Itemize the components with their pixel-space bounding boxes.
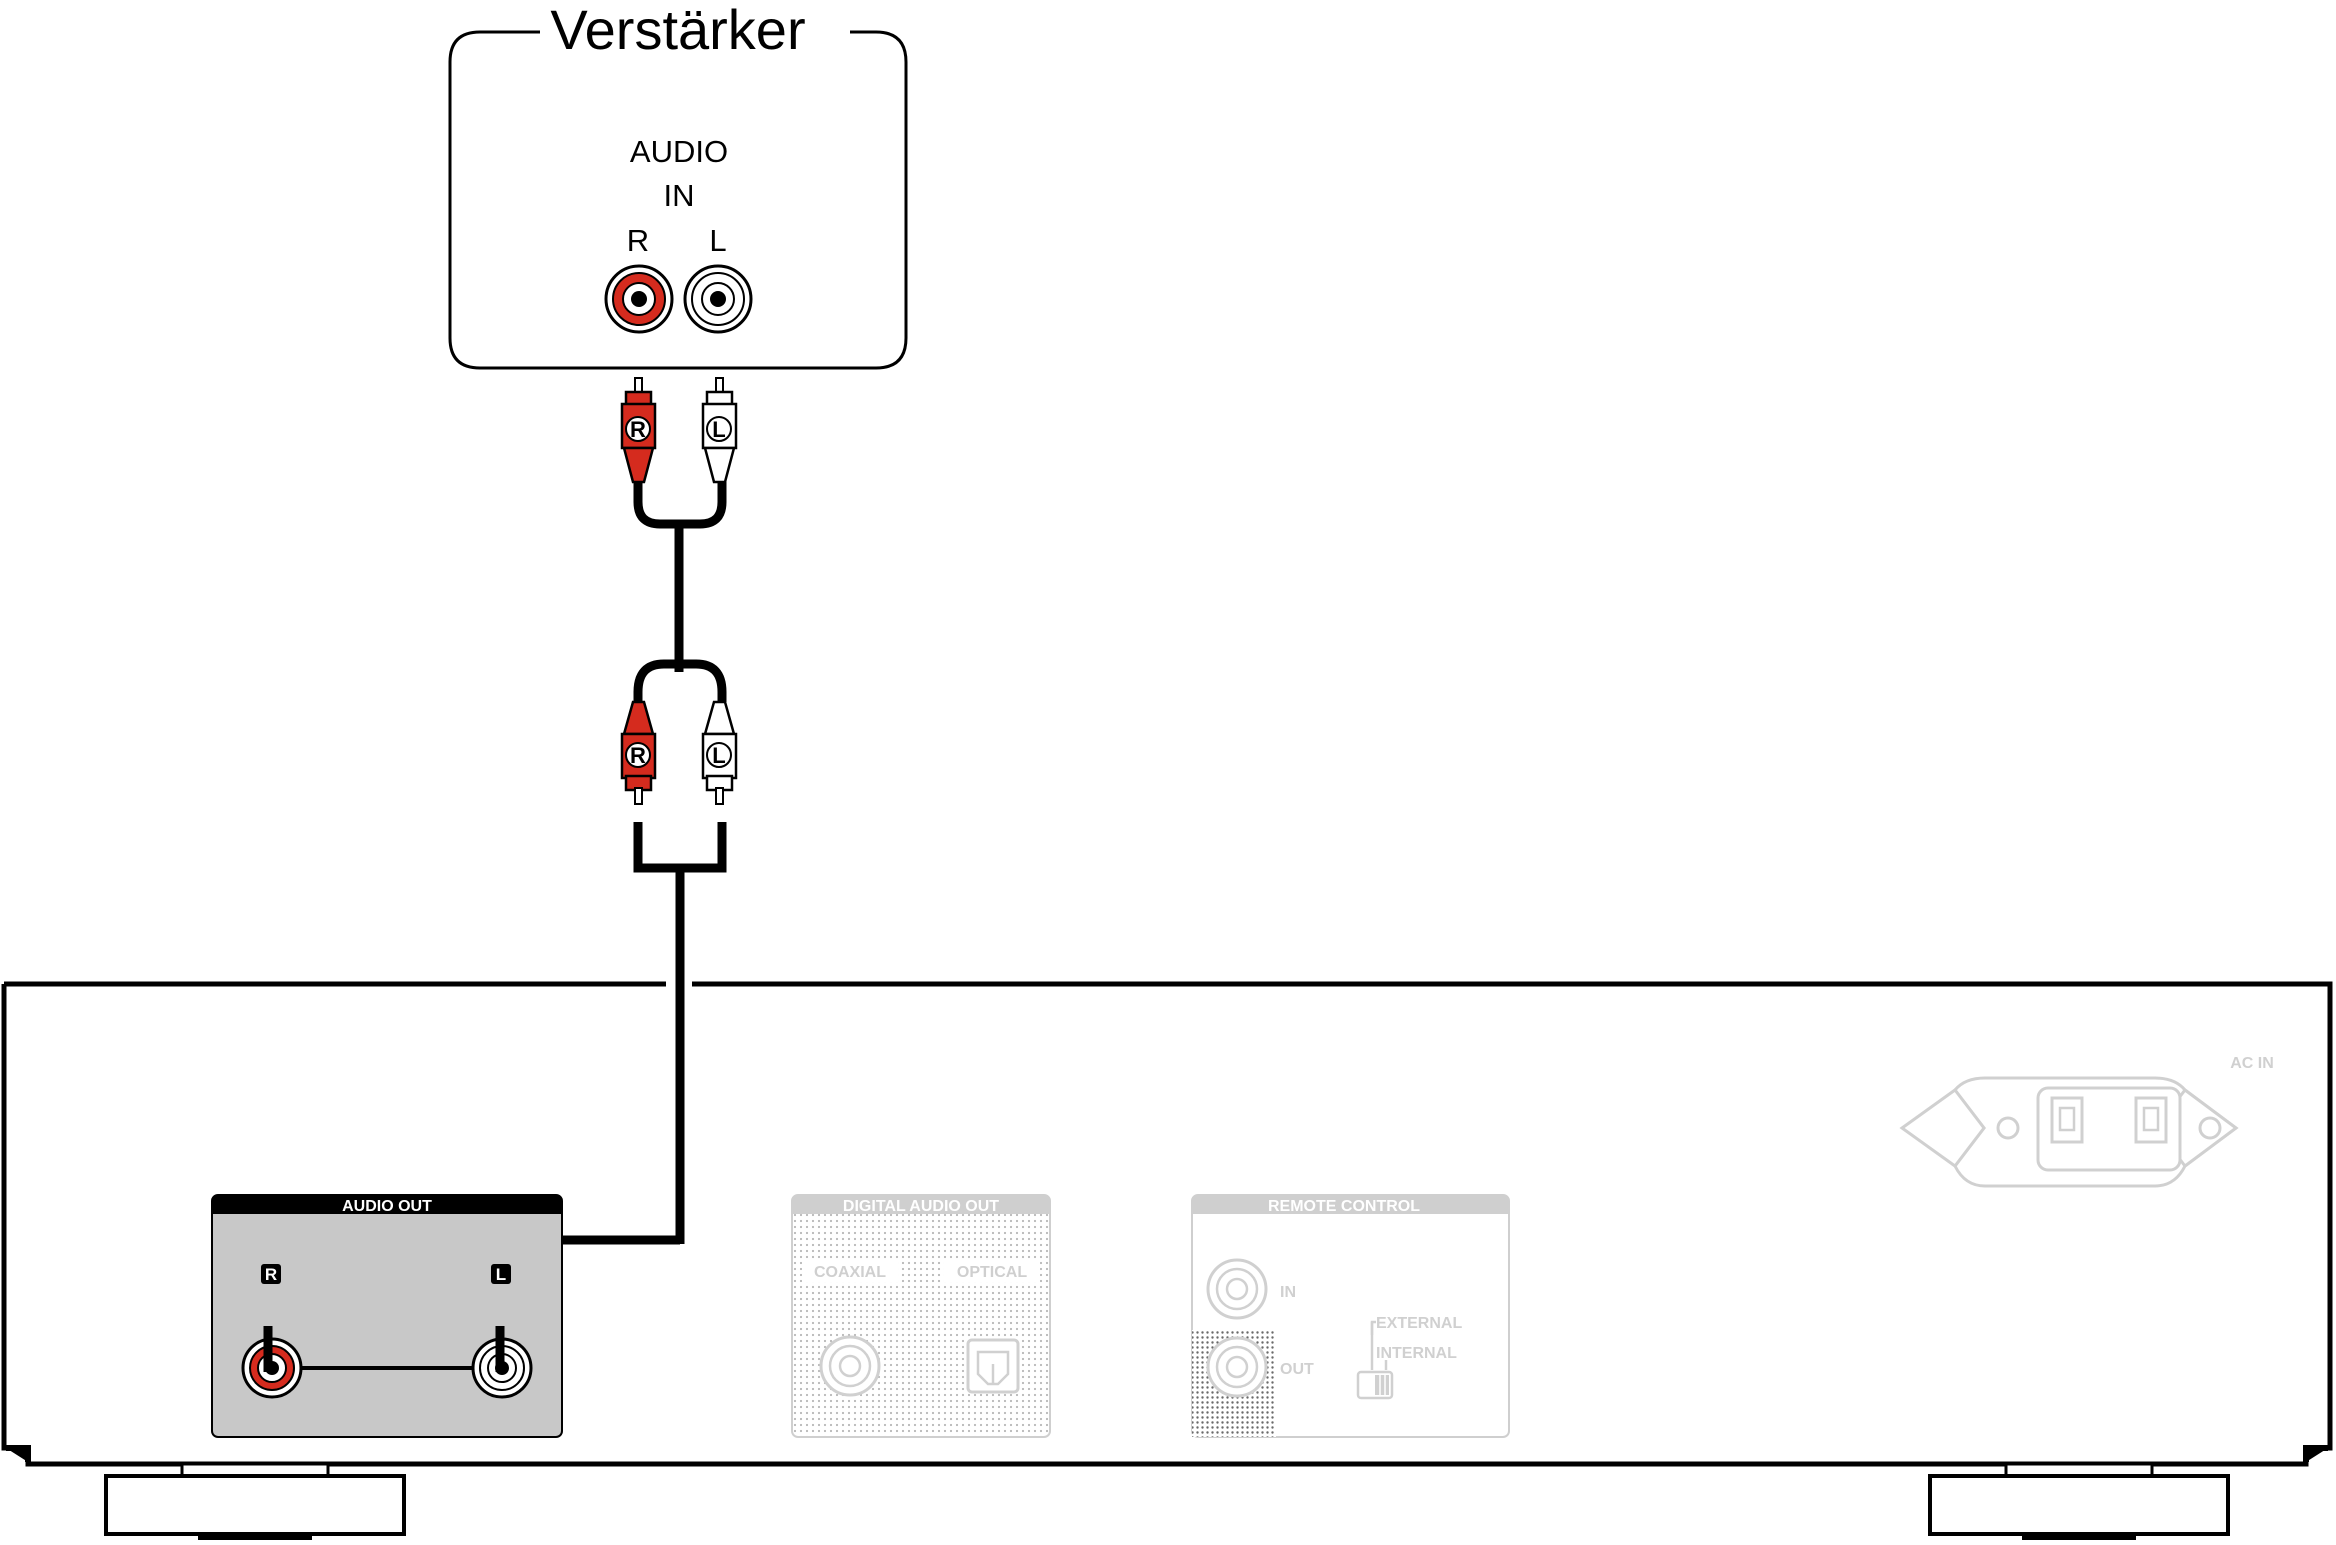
cable-top-plug-left[interactable]: L bbox=[701, 377, 738, 484]
coaxial-label: COAXIAL bbox=[814, 1264, 886, 1281]
cable-top-plug-right-label: R bbox=[630, 417, 646, 442]
ac-in-label: AC IN bbox=[2230, 1055, 2274, 1072]
remote-mode-switch[interactable] bbox=[1356, 1370, 1394, 1400]
cable-bottom-plug-left[interactable]: L bbox=[701, 700, 738, 805]
remote-control-panel: REMOTE CONTROL IN OUT EXTERNAL INTERNAL bbox=[1191, 1194, 1510, 1438]
amplifier-jack-right[interactable] bbox=[604, 264, 674, 334]
cable-bottom-plug-right-label: R bbox=[630, 743, 646, 768]
audio-out-right-label: R bbox=[265, 1265, 277, 1284]
coaxial-jack[interactable] bbox=[819, 1335, 881, 1397]
remote-in-jack[interactable] bbox=[1206, 1258, 1268, 1320]
foot-left bbox=[104, 1462, 406, 1540]
internal-label: INTERNAL bbox=[1376, 1345, 1457, 1362]
amplifier-right-label: R bbox=[627, 223, 649, 258]
amplifier-jack-left[interactable] bbox=[683, 264, 753, 334]
digital-audio-out-title: DIGITAL AUDIO OUT bbox=[843, 1198, 999, 1215]
audio-out-title: AUDIO OUT bbox=[342, 1198, 432, 1215]
amplifier-title: Verstärker bbox=[550, 0, 805, 61]
optical-jack[interactable] bbox=[966, 1338, 1020, 1394]
amplifier-box: Verstärker AUDIO IN R L bbox=[448, 0, 908, 370]
audio-out-panel: AUDIO OUT R L bbox=[211, 1194, 563, 1438]
remote-control-title: REMOTE CONTROL bbox=[1268, 1198, 1420, 1215]
cable-bottom-plug-left-label: L bbox=[712, 743, 725, 768]
foot-right bbox=[1928, 1462, 2230, 1540]
digital-audio-out-panel: DIGITAL AUDIO OUT COAXIAL OPTICAL bbox=[791, 1194, 1051, 1438]
ac-in-socket[interactable] bbox=[1899, 1076, 2239, 1188]
remote-in-label: IN bbox=[1280, 1284, 1296, 1301]
audio-out-left-label: L bbox=[496, 1265, 506, 1284]
cable-top-plug-left-label: L bbox=[712, 417, 725, 442]
amplifier-left-label: L bbox=[709, 223, 726, 258]
cable-bottom-plug-right[interactable]: R bbox=[620, 700, 657, 805]
remote-out-jack[interactable] bbox=[1206, 1336, 1268, 1398]
device-rear-panel: AUDIO OUT R L bbox=[1, 981, 2333, 1540]
cable-top-plug-right[interactable]: R bbox=[620, 377, 657, 484]
external-label: EXTERNAL bbox=[1376, 1315, 1462, 1332]
amplifier-audio-label: AUDIO bbox=[630, 134, 728, 169]
remote-out-label: OUT bbox=[1280, 1361, 1314, 1378]
amplifier-in-label: IN bbox=[664, 178, 695, 213]
optical-label: OPTICAL bbox=[957, 1264, 1027, 1281]
